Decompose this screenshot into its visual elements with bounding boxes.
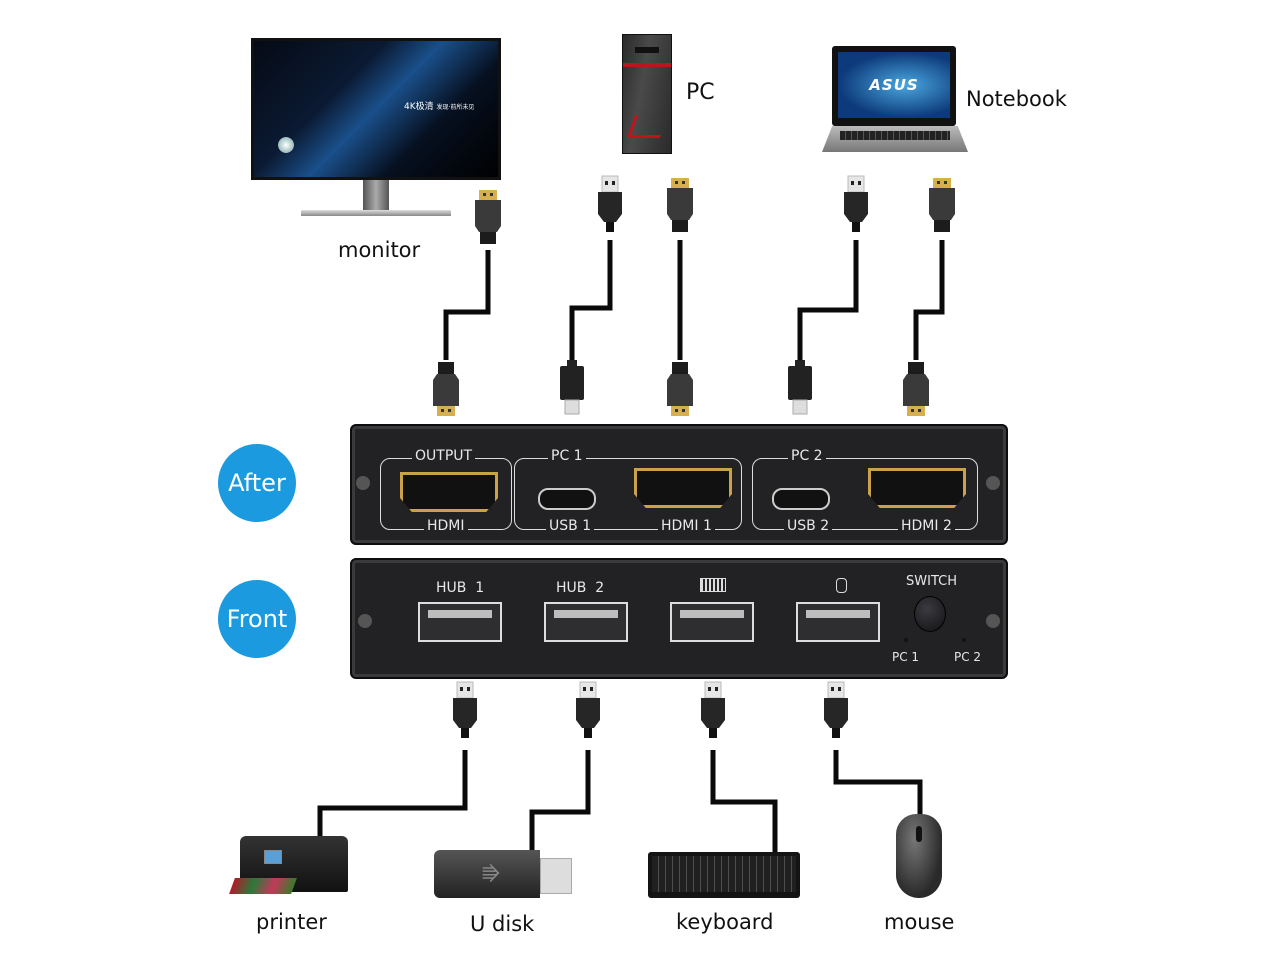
notebook-label: Notebook <box>966 87 1067 111</box>
cable-udisk <box>529 750 591 858</box>
usb-plug-icon <box>452 681 478 739</box>
after-badge: After <box>218 444 296 522</box>
cable-printer <box>317 750 468 840</box>
usbc-plug-icon <box>787 359 813 415</box>
usb-plug-icon <box>843 175 869 233</box>
cable-notebook-usb <box>797 240 859 362</box>
udisk-body <box>434 850 540 898</box>
hdmi-plug-icon <box>667 362 693 416</box>
usb1-label: USB 1 <box>546 518 595 534</box>
screw-icon <box>356 476 370 490</box>
led-pc1 <box>904 638 908 642</box>
printer-image <box>229 836 352 902</box>
front-badge: Front <box>218 580 296 658</box>
notebook-display: ASUS <box>838 52 950 118</box>
usbc-port-2[interactable] <box>772 488 830 510</box>
pc2-group-label: PC 2 <box>788 448 826 464</box>
usbc-plug-icon <box>559 359 585 415</box>
mouse-icon <box>836 578 847 593</box>
cable-monitor-hdmi <box>443 250 491 360</box>
pc1-group-label: PC 1 <box>548 448 586 464</box>
usb-plug-icon <box>597 175 623 233</box>
cable-pc-usb <box>569 240 613 362</box>
monitor-image: 4K极清 发现·前所未见 <box>251 38 501 220</box>
monitor-subline: 发现·前所未见 <box>436 104 475 111</box>
udisk-connector <box>540 858 572 894</box>
hdmi-plug-icon <box>433 362 459 416</box>
led-pc2 <box>962 638 966 642</box>
udisk-label: U disk <box>470 912 535 936</box>
dandelion-icon <box>278 137 294 153</box>
led-pc2-label: PC 2 <box>954 650 982 664</box>
cable-notebook-hdmi <box>913 240 945 360</box>
rear-panel: OUTPUT HDMI PC 1 USB 1 HDMI 1 PC 2 USB 2… <box>350 424 1008 545</box>
hdmi-port-2[interactable] <box>868 468 966 508</box>
keyboard-keys <box>652 856 796 892</box>
pc-red-accent <box>623 63 671 67</box>
usb-port-hub1[interactable] <box>418 602 502 642</box>
hub1-label: HUB 1 <box>436 580 485 596</box>
hdmi2-label: HDMI 2 <box>898 518 955 534</box>
screw-icon <box>358 614 372 628</box>
notebook-screen: ASUS <box>832 46 956 126</box>
monitor-stand <box>363 180 389 210</box>
front-panel: HUB 1 HUB 2 SWITCH PC 1 PC 2 <box>350 558 1008 679</box>
usb-port-hub2[interactable] <box>544 602 628 642</box>
notebook-base <box>822 126 968 152</box>
hdmi-plug-icon <box>903 362 929 416</box>
pc2-group-frame <box>752 458 978 530</box>
hdmi-plug-icon <box>929 178 955 232</box>
mouse-image <box>896 814 942 898</box>
udisk-image: ⭆ <box>434 850 572 900</box>
hdmi1-label: HDMI 1 <box>658 518 715 534</box>
monitor-label: monitor <box>338 238 421 262</box>
mouse-label: mouse <box>884 910 955 934</box>
pc-red-accent <box>626 115 669 138</box>
monitor-base <box>301 210 451 216</box>
keyboard-label: keyboard <box>676 910 774 934</box>
usb-port-mouse[interactable] <box>796 602 880 642</box>
mouse-wheel <box>916 826 922 842</box>
screw-icon <box>986 476 1000 490</box>
led-pc1-label: PC 1 <box>892 650 920 664</box>
hdmi-output-port[interactable] <box>400 472 498 512</box>
printer-paper <box>229 878 297 894</box>
usb-symbol-icon: ⭆ <box>482 864 500 886</box>
usb-plug-icon <box>823 681 849 739</box>
monitor-screen: 4K极清 发现·前所未见 <box>251 38 501 180</box>
printer-label: printer <box>256 910 327 934</box>
screw-icon <box>986 614 1000 628</box>
usbc-port-1[interactable] <box>538 488 596 510</box>
keyboard-icon <box>700 578 726 592</box>
usb-plug-icon <box>575 681 601 739</box>
cable-mouse <box>833 750 923 820</box>
hdmi-port-1[interactable] <box>634 468 732 508</box>
pc1-group-frame <box>514 458 742 530</box>
printer-display <box>264 850 282 864</box>
notebook-keyboard <box>840 131 950 140</box>
pc-label: PC <box>686 80 715 105</box>
switch-button[interactable] <box>914 596 946 632</box>
usb2-label: USB 2 <box>784 518 833 534</box>
hub2-label: HUB 2 <box>556 580 605 596</box>
switch-label: SWITCH <box>906 574 957 589</box>
output-group-label: OUTPUT <box>412 448 476 464</box>
usb-plug-icon <box>700 681 726 739</box>
pc-brand-logo <box>635 47 659 53</box>
notebook-image: ASUS <box>822 46 968 154</box>
cable-keyboard <box>710 750 778 856</box>
keyboard-image <box>648 852 800 898</box>
pc-tower-image <box>622 34 672 154</box>
asus-logo: ASUS <box>869 76 919 94</box>
usb-port-keyboard[interactable] <box>670 602 754 642</box>
monitor-headline: 4K极清 <box>404 102 434 112</box>
output-port-label: HDMI <box>424 518 468 534</box>
monitor-screen-text: 4K极清 发现·前所未见 <box>404 99 474 112</box>
hdmi-plug-icon <box>667 178 693 232</box>
